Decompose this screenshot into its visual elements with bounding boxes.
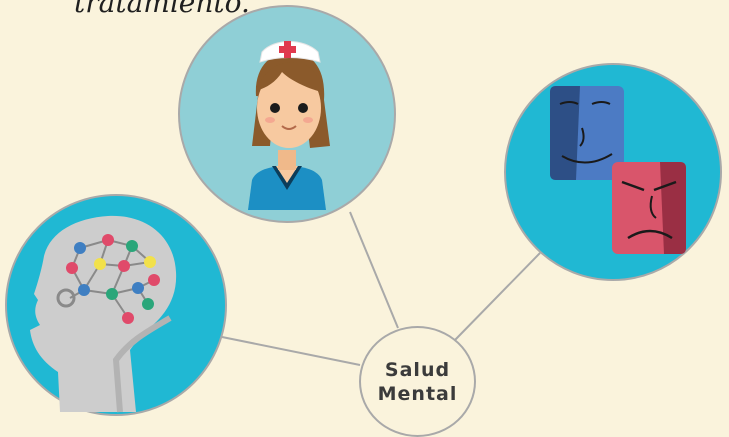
connector-nurse [349, 211, 399, 329]
head-network-icon [5, 194, 227, 416]
hub-label-line2: Mental [377, 382, 458, 405]
connector-masks [454, 252, 541, 341]
hub-label-line1: Salud [384, 358, 451, 381]
connector-head [221, 336, 361, 366]
connector-lines [221, 211, 541, 366]
nurse-icon [178, 5, 396, 223]
salud-mental-node: Salud Mental [359, 326, 476, 437]
masks-icon [504, 63, 722, 281]
caption-text: tratamiento. [74, 0, 250, 19]
